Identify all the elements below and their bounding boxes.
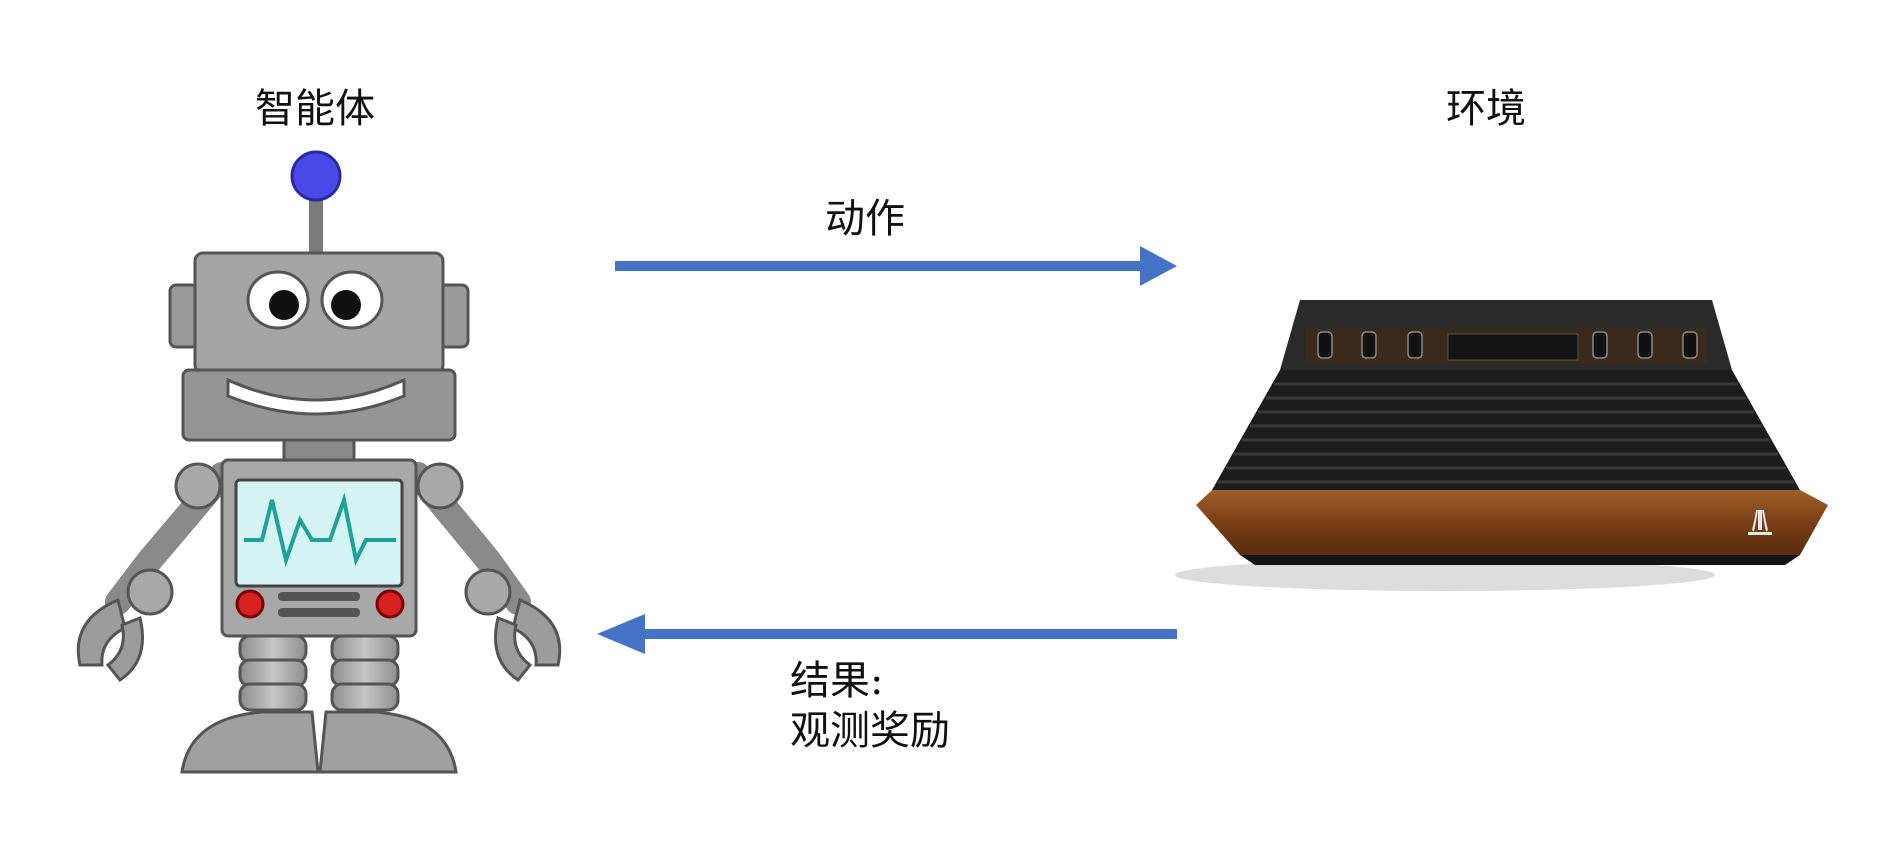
console-switches bbox=[1317, 331, 1698, 359]
action-arrow bbox=[615, 246, 1177, 286]
environment-title: 环境 bbox=[1446, 86, 1526, 132]
game-console-icon bbox=[1175, 300, 1828, 591]
result-arrow bbox=[597, 614, 1177, 654]
console-ribs bbox=[1218, 382, 1794, 484]
result-label: 结果: bbox=[790, 658, 884, 704]
observation-reward-label: 观测奖励 bbox=[790, 708, 950, 754]
console-logo bbox=[1748, 510, 1772, 535]
robot-icon bbox=[76, 150, 562, 774]
agent-title: 智能体 bbox=[255, 86, 375, 132]
action-label: 动作 bbox=[825, 196, 905, 242]
